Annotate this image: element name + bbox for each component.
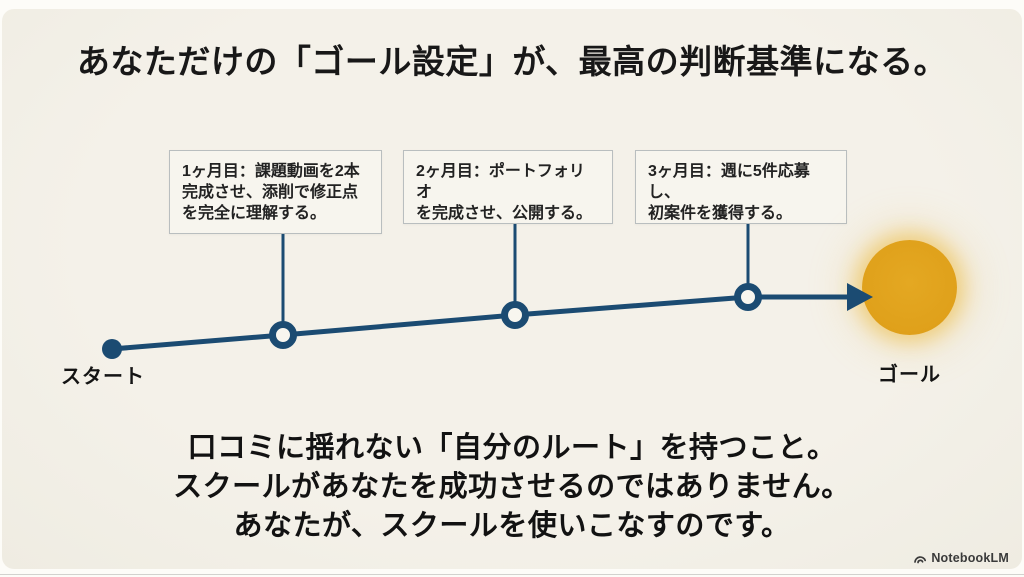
timeline-path [109, 294, 853, 352]
watermark-label: NotebookLM [931, 551, 1009, 565]
start-label: スタート [61, 366, 145, 388]
slide-title: あなただけの「ゴール設定」が、最高の判断基準になる。 [76, 43, 948, 80]
milestone-3-text: 3ヶ月目：週に5件応募し、 初案件を獲得する。 [648, 163, 810, 223]
goal-label: ゴール [878, 364, 941, 386]
milestone-2-callout: 2ヶ月目：ポートフォリオ を完成させ、公開する。 [403, 150, 613, 224]
milestone-1-node-icon [269, 321, 297, 349]
bottom-edge-line [0, 574, 1024, 575]
goal-circle [862, 240, 957, 335]
watermark: NotebookLM [913, 551, 1009, 565]
slide: あなただけの「ゴール設定」が、最高の判断基準になる。 1ヶ月目：課題動画を2本 … [2, 9, 1022, 569]
start-dot-icon [102, 339, 122, 359]
footer-message: 口コミに揺れない「自分のルート」を持つこと。 スクールがあなたを成功させるのでは… [173, 432, 851, 542]
notebooklm-icon [914, 555, 927, 563]
milestone-3-node-icon [734, 283, 762, 311]
milestone-3-callout: 3ヶ月目：週に5件応募し、 初案件を獲得する。 [635, 150, 847, 224]
milestone-2-text: 2ヶ月目：ポートフォリオ を完成させ、公開する。 [416, 163, 593, 223]
milestone-2-node-icon [501, 301, 529, 329]
milestone-1-callout: 1ヶ月目：課題動画を2本 完成させ、添削で修正点 を完全に理解する。 [169, 150, 382, 234]
milestone-1-text: 1ヶ月目：課題動画を2本 完成させ、添削で修正点 を完全に理解する。 [182, 163, 360, 223]
